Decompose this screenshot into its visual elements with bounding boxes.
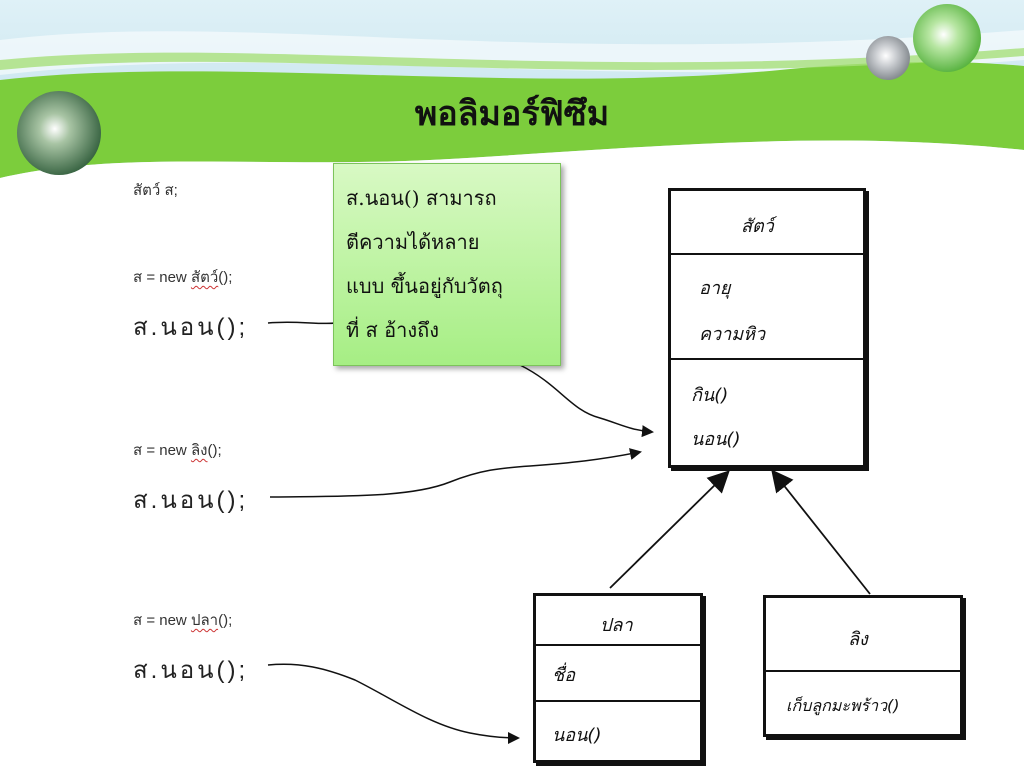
- code-assign-monkey: ส = new ลิง();: [133, 438, 222, 462]
- class-monkey-methods: เก็บลูกมะพร้าว(): [766, 672, 960, 734]
- code-assign-fish: ส = new ปลา();: [133, 608, 232, 632]
- attribute-hunger: ความหิว: [699, 324, 766, 345]
- class-fish-attributes: ชื่อ: [536, 646, 700, 702]
- code-declaration: สัตว์ ส;: [133, 182, 178, 199]
- method-sleep: นอน(): [552, 725, 602, 746]
- class-monkey: ลิง เก็บลูกมะพร้าว(): [763, 595, 963, 737]
- code-call-3: ส.นอน();: [133, 657, 249, 684]
- code-assign-prefix: ส = new: [133, 269, 191, 286]
- code-assign-prefix: ส = new: [133, 612, 191, 629]
- inherit-monkey: [771, 469, 871, 595]
- note-line: ตีความได้หลาย: [346, 230, 480, 254]
- code-assign-prefix: ส = new: [133, 442, 191, 459]
- code-type-animal: สัตว์: [190, 269, 219, 286]
- method-sleep: นอน(): [691, 429, 741, 450]
- arrow-call-2: [269, 448, 642, 498]
- inherit-fish: [609, 470, 730, 589]
- attribute-age: อายุ: [699, 278, 731, 299]
- class-animal-methods: กิน() นอน(): [671, 360, 863, 465]
- code-assign-suffix: ();: [218, 269, 233, 286]
- gray-orb-icon: [866, 36, 910, 80]
- method-eat: กิน(): [691, 385, 729, 406]
- green-orb-icon: [17, 91, 101, 175]
- attribute-name: ชื่อ: [552, 665, 576, 686]
- code-call-2: ส.นอน();: [133, 487, 249, 514]
- slide-title: พอลิมอร์ฟิซึม: [414, 94, 610, 134]
- class-animal-name: สัตว์: [741, 216, 774, 237]
- class-animal-name-section: สัตว์: [671, 191, 863, 255]
- class-fish-methods: นอน(): [536, 702, 700, 760]
- code-type-monkey: ลิง: [190, 442, 208, 459]
- note-line: ที่ ส อ้างถึง: [346, 318, 439, 342]
- code-type-fish: ปลา: [190, 612, 219, 629]
- arrow-call-1-tail: [519, 364, 654, 438]
- class-fish: ปลา ชื่อ นอน(): [533, 593, 703, 763]
- code-assign-animal: ส = new สัตว์();: [133, 265, 232, 289]
- class-animal-attributes: อายุ ความหิว: [671, 255, 863, 360]
- class-monkey-name-section: ลิง: [766, 598, 960, 672]
- light-green-orb-icon: [913, 4, 981, 72]
- explanation-note: ส.นอน() สามารถ ตีความได้หลาย แบบ ขึ้นอยู…: [333, 163, 561, 366]
- method-pick-coconut: เก็บลูกมะพร้าว(): [786, 696, 900, 715]
- code-assign-suffix: ();: [218, 612, 233, 629]
- code-call-1: ส.นอน();: [133, 314, 249, 341]
- note-line: แบบ ขึ้นอยู่กับวัตถุ: [346, 274, 503, 298]
- class-animal: สัตว์ อายุ ความหิว กิน() นอน(): [668, 188, 866, 468]
- note-line: ส.นอน() สามารถ: [346, 186, 497, 210]
- class-fish-name-section: ปลา: [536, 596, 700, 646]
- code-assign-suffix: ();: [207, 442, 222, 459]
- arrow-call-3: [267, 663, 520, 744]
- class-monkey-name: ลิง: [848, 629, 868, 650]
- class-fish-name: ปลา: [600, 615, 633, 636]
